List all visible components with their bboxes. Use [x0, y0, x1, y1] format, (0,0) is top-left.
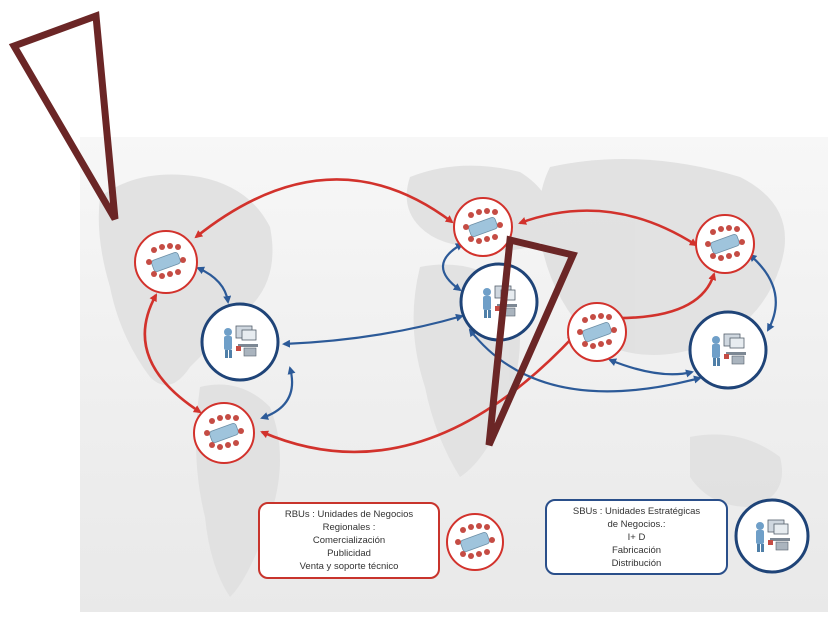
- legend-rbu-line: Publicidad: [327, 548, 371, 559]
- rbu-node-mid: [567, 302, 627, 362]
- legend-sbu-line: Distribución: [611, 558, 662, 569]
- link-rbu-west-rbu-center: [194, 178, 454, 239]
- legend-rbu-line: Venta y soporte técnico: [299, 561, 399, 572]
- annotation-triangle-center: [485, 235, 578, 447]
- legend-sbu-line: de Negocios.:: [607, 519, 666, 530]
- link-rbu-east-rbu-mid: [608, 272, 717, 323]
- link-sbu-west-rbu-south: [260, 366, 296, 420]
- legend-rbu-line: RBUs : Unidades de Negocios: [284, 509, 414, 520]
- link-rbu-west-rbu-south: [143, 293, 202, 414]
- link-sbu-center-sbu-east: [468, 328, 702, 393]
- link-sbu-west-sbu-center: [282, 313, 464, 348]
- legend-sbu-line: SBUs : Unidades Estratégicas: [572, 506, 701, 517]
- rbu-node-east: [695, 214, 755, 274]
- legend-rbu-line: Regionales :: [322, 522, 376, 533]
- sbu-node-west: [200, 302, 280, 382]
- link-rbu-center-sbu-center: [442, 243, 464, 292]
- legend-rbu-icon: [446, 513, 504, 571]
- link-rbu-east-sbu-east: [748, 253, 777, 332]
- sbu-node-east: [688, 310, 768, 390]
- link-rbu-west-sbu-west: [196, 266, 232, 304]
- rbu-node-south: [193, 402, 255, 464]
- legend-sbu-line: Fabricación: [611, 545, 662, 556]
- legend-sbu-icon: [734, 498, 810, 574]
- legend-sbu-line: I+ D: [627, 532, 646, 543]
- link-rbu-mid-sbu-east: [608, 358, 694, 378]
- annotation-triangle-top-left: [8, 11, 119, 221]
- legend-rbu-box: RBUs : Unidades de Negocios Regionales :…: [258, 502, 440, 579]
- legend-sbu-box: SBUs : Unidades Estratégicas de Negocios…: [545, 499, 728, 575]
- rbu-node-center: [453, 197, 513, 257]
- link-rbu-center-rbu-east: [518, 209, 698, 247]
- rbu-node-west: [134, 230, 198, 294]
- legend-rbu-line: Comercialización: [312, 535, 386, 546]
